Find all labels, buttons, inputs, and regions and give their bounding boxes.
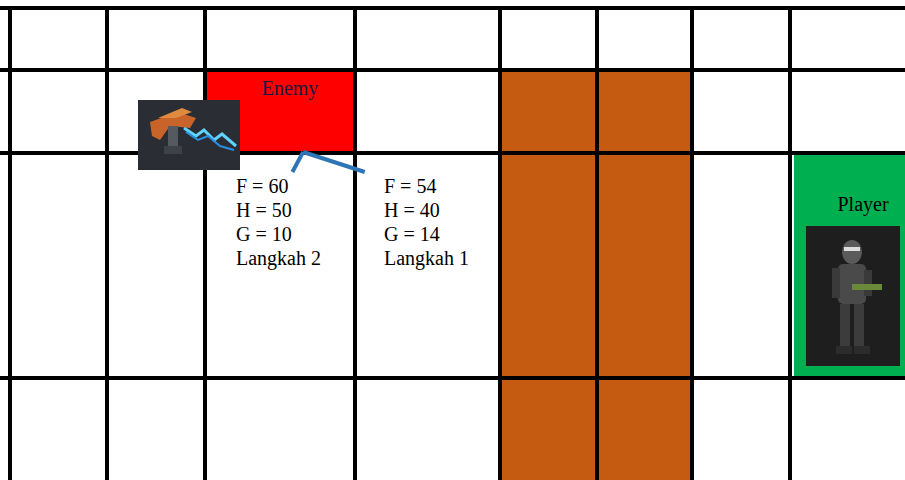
path-line bbox=[303, 152, 365, 172]
player-cell-fill bbox=[794, 155, 905, 376]
cell-text: G = 14 bbox=[384, 222, 496, 246]
cell-text: Langkah 2 bbox=[236, 246, 350, 270]
cell-text: G = 10 bbox=[236, 222, 350, 246]
path-line bbox=[292, 152, 303, 172]
cell-text: F = 54 bbox=[384, 174, 496, 198]
player-figure bbox=[806, 226, 900, 366]
path-cell: F = 54H = 40G = 14Langkah 1 bbox=[362, 172, 500, 372]
player-cell: Player bbox=[796, 190, 905, 222]
cell-text: F = 60 bbox=[236, 174, 350, 198]
enemy-icon bbox=[138, 100, 240, 170]
wall-column bbox=[500, 70, 597, 480]
grid-lines bbox=[0, 8, 905, 480]
enemy-cell: Enemy bbox=[208, 72, 372, 152]
cell-text: H = 50 bbox=[236, 198, 350, 222]
cell-text: Langkah 1 bbox=[384, 246, 496, 270]
path-cell: F = 60H = 50G = 10Langkah 2 bbox=[214, 172, 354, 372]
cell-text: H = 40 bbox=[384, 198, 496, 222]
cell-text: Player bbox=[798, 192, 905, 216]
cell-text: Enemy bbox=[212, 76, 368, 100]
wall-column bbox=[597, 70, 692, 480]
